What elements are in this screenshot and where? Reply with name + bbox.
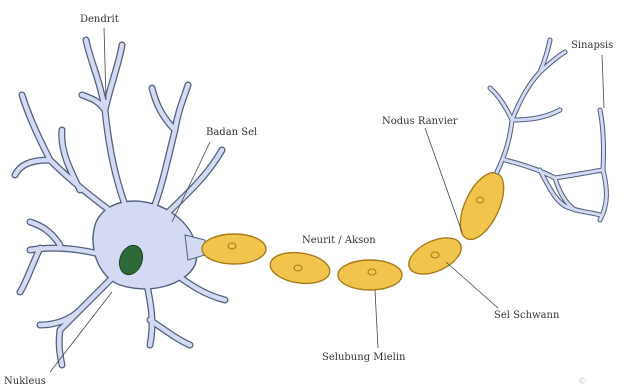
label-sel-schwann: Sel Schwann xyxy=(494,310,560,321)
watermark: © xyxy=(578,377,587,387)
label-badan-sel: Badan Sel xyxy=(206,127,257,138)
label-nodus-ranvier: Nodus Ranvier xyxy=(382,116,458,127)
label-selubung-mielin: Selubung Mielin xyxy=(322,352,406,363)
label-nukleus: Nukleus xyxy=(4,376,46,387)
myelin-sheath xyxy=(451,166,512,246)
myelin-sheaths xyxy=(202,166,513,290)
myelin-sheath xyxy=(403,231,466,282)
label-sinapsis: Sinapsis xyxy=(571,40,613,51)
label-dendrit: Dendrit xyxy=(80,14,119,25)
myelin-sheath xyxy=(268,249,332,287)
label-akson: Neurit / Akson xyxy=(302,235,376,246)
axon-terminal xyxy=(490,40,606,220)
